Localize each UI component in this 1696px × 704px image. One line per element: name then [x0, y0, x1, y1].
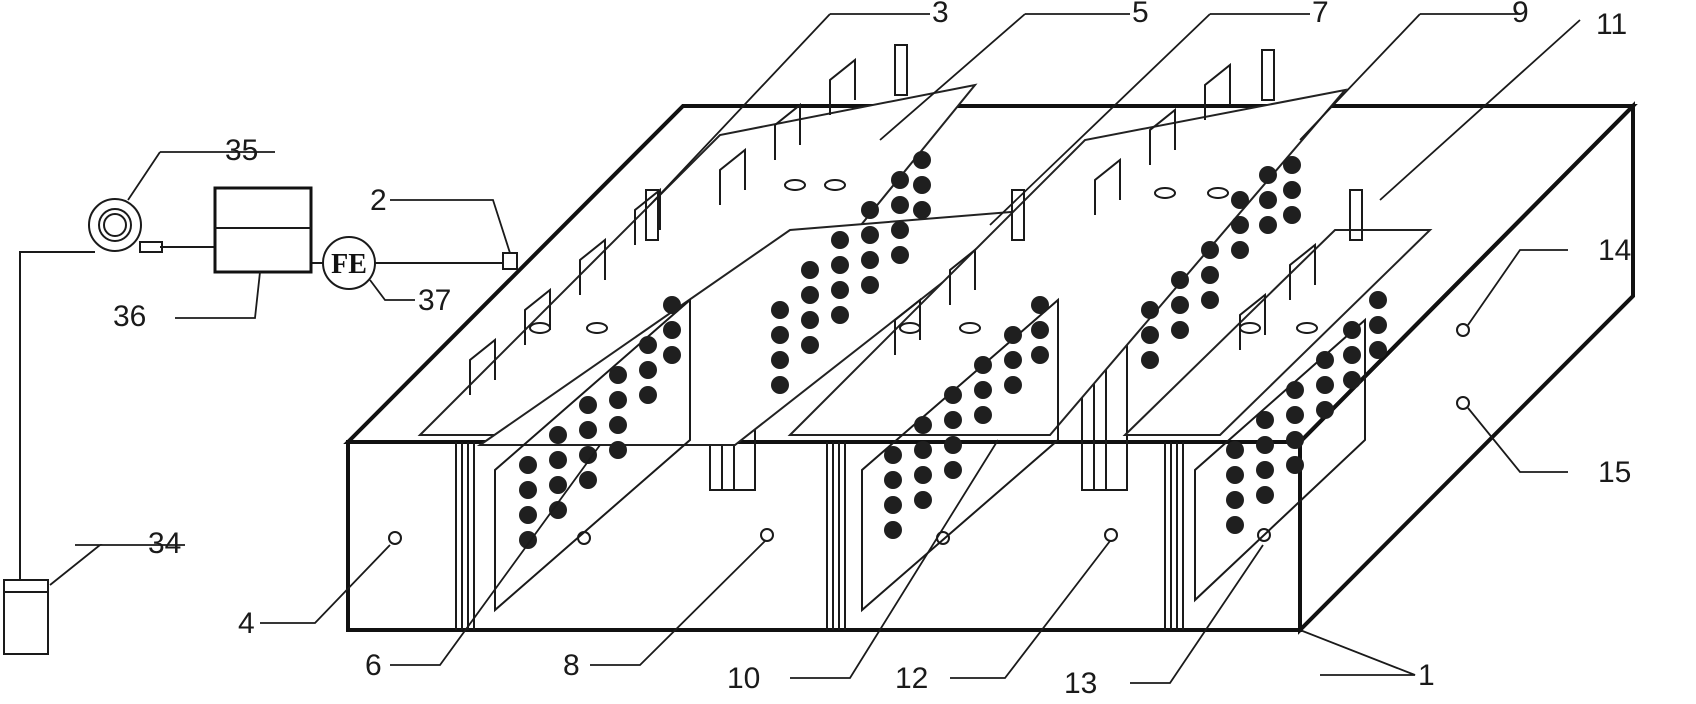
tank-36	[213, 186, 313, 274]
flow-meter-label: FE	[331, 249, 367, 280]
label-15: 15	[1598, 456, 1631, 489]
label-2: 2	[370, 184, 387, 217]
electrode-module-3	[1122, 189, 1433, 603]
labels: 3 5 7 9 11 2 35 36 37 34 4 6 8 10 12 13 …	[113, 0, 1631, 700]
water-container-34	[3, 579, 49, 655]
label-3: 3	[932, 0, 949, 29]
label-34: 34	[148, 527, 181, 560]
label-7: 7	[1312, 0, 1329, 29]
label-9: 9	[1512, 0, 1529, 29]
leader-lines	[49, 13, 1581, 684]
label-1: 1	[1418, 659, 1435, 692]
label-35: 35	[225, 134, 258, 167]
label-37: 37	[418, 284, 451, 317]
label-13: 13	[1064, 667, 1097, 700]
electrode-module-1	[417, 44, 1039, 613]
label-6: 6	[365, 649, 382, 682]
tank-body	[343, 101, 1638, 635]
label-11: 11	[1596, 8, 1627, 41]
label-4: 4	[238, 607, 255, 640]
label-10: 10	[727, 662, 760, 695]
electrode-module-2	[787, 49, 1348, 613]
ports	[388, 179, 1470, 545]
feed-pipeline	[19, 241, 518, 580]
pump-35	[88, 198, 142, 252]
label-36: 36	[113, 300, 146, 333]
label-8: 8	[563, 649, 580, 682]
label-12: 12	[895, 662, 928, 695]
flow-meter-37: FE	[322, 236, 376, 290]
label-5: 5	[1132, 0, 1149, 29]
label-14: 14	[1598, 234, 1631, 267]
